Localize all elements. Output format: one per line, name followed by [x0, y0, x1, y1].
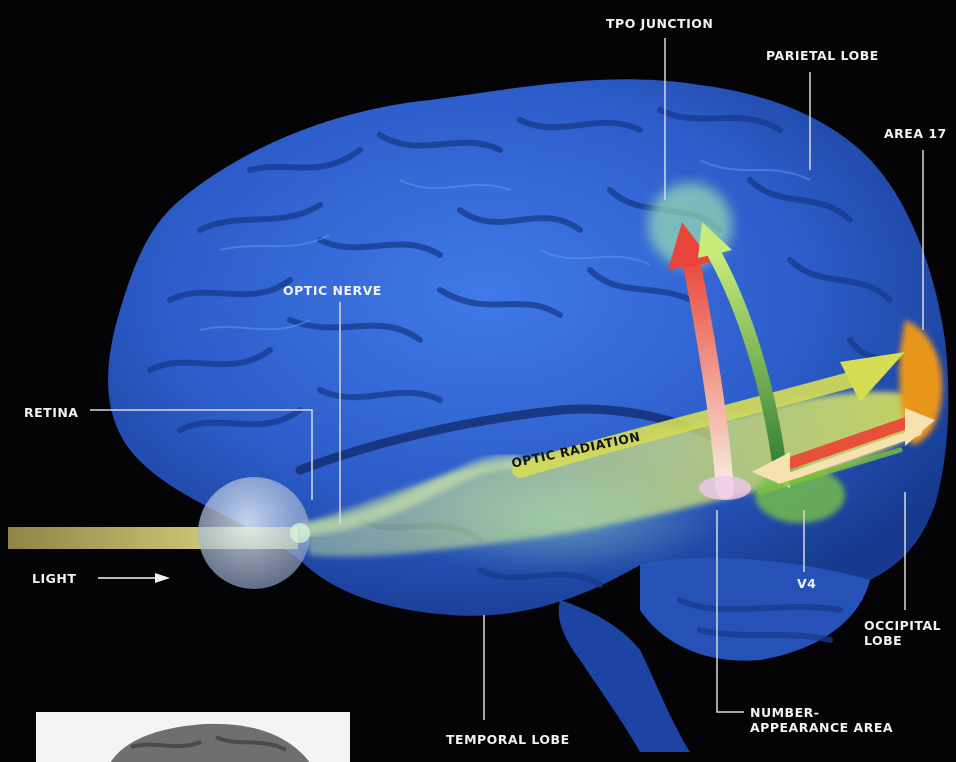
- number-appearance-area: [699, 476, 751, 500]
- label-number-line1: NUMBER-: [750, 705, 930, 720]
- label-number-line2: APPEARANCE AREA: [750, 720, 930, 735]
- inset-brain-thumbnail: [36, 712, 350, 762]
- label-occipital-lobe-line2: LOBE: [864, 633, 956, 648]
- label-area-17: AREA 17: [884, 126, 947, 141]
- label-retina: RETINA: [24, 405, 78, 420]
- label-tpo-junction: TPO JUNCTION: [606, 16, 713, 31]
- label-number-appearance-area: NUMBER- APPEARANCE AREA: [750, 705, 930, 735]
- label-v4: V4: [797, 576, 816, 591]
- light-arrow-icon: [98, 573, 170, 583]
- label-parietal-lobe: PARIETAL LOBE: [766, 48, 879, 63]
- label-temporal-lobe: TEMPORAL LOBE: [446, 732, 570, 747]
- label-light: LIGHT: [32, 571, 76, 586]
- label-occipital-lobe-line1: OCCIPITAL: [864, 618, 956, 633]
- label-occipital-lobe: OCCIPITAL LOBE: [864, 618, 956, 648]
- label-optic-nerve: OPTIC NERVE: [283, 283, 382, 298]
